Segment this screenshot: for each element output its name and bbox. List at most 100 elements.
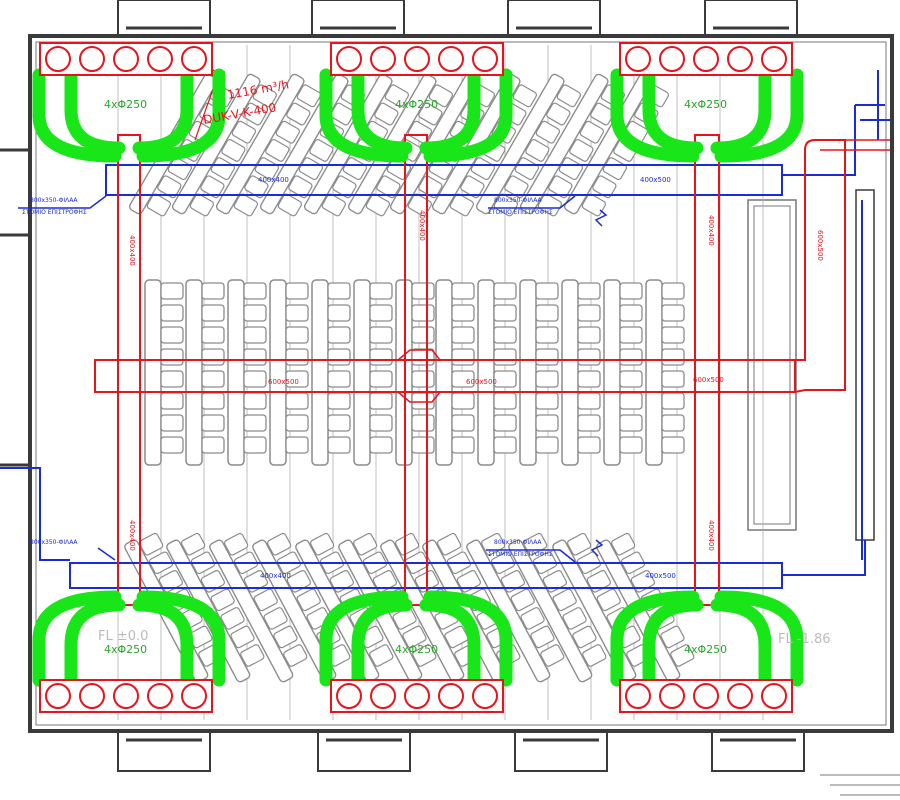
angled-seat	[252, 84, 278, 108]
seating-area	[117, 45, 875, 720]
seat	[451, 436, 475, 454]
angled-seat	[369, 644, 394, 667]
seat	[369, 304, 393, 322]
angled-seat	[504, 175, 529, 199]
angled-seat	[512, 84, 538, 108]
diffuser-circle	[181, 46, 207, 72]
seat	[535, 370, 559, 388]
seat	[661, 304, 685, 322]
exhaust-duct-top-right-label: 400x500	[640, 176, 671, 184]
diffuser-circle	[370, 46, 396, 72]
flex-duct	[423, 590, 513, 687]
seat	[243, 304, 267, 322]
step-note-bottom-right-label: ΣΤΟΜΙΟ ΕΠΙΣΤΡΟΦΗΣ	[488, 551, 553, 558]
supply-riser-right	[694, 134, 720, 606]
angled-seat	[562, 607, 587, 630]
seat	[243, 392, 267, 410]
angled-seat	[321, 193, 347, 217]
seat	[285, 436, 309, 454]
seat	[619, 392, 643, 410]
angled-seat	[167, 157, 193, 181]
seat	[369, 282, 393, 300]
seat-row-backrest	[185, 279, 203, 466]
angled-seat	[470, 157, 496, 181]
seat	[535, 414, 559, 432]
seat	[619, 370, 643, 388]
angled-seat	[437, 532, 462, 556]
riser-left-top-label: 400x400	[128, 235, 136, 266]
angled-seat	[418, 102, 443, 126]
angled-seat	[286, 102, 311, 126]
seat	[493, 414, 517, 432]
seat	[160, 414, 184, 432]
seat	[411, 348, 435, 366]
angled-seat	[407, 193, 433, 217]
angled-seat	[267, 532, 292, 556]
seat	[411, 304, 435, 322]
seat	[661, 392, 685, 410]
seat	[493, 326, 517, 344]
flex-duct	[351, 598, 413, 687]
flex-duct	[136, 68, 226, 163]
seat	[327, 282, 351, 300]
diffuser-circle	[472, 683, 498, 709]
seat	[577, 326, 601, 344]
angled-seat	[353, 532, 378, 556]
angled-seat	[181, 532, 206, 556]
seat	[327, 326, 351, 344]
angled-seat	[330, 102, 355, 126]
flex-duct	[32, 68, 122, 163]
seat	[577, 414, 601, 432]
seat	[285, 282, 309, 300]
seat	[369, 414, 393, 432]
angled-seat	[374, 102, 399, 126]
supply-exit-right	[815, 139, 890, 151]
seat	[661, 414, 685, 432]
seat	[411, 414, 435, 432]
angled-seat	[365, 193, 391, 217]
seat	[661, 370, 685, 388]
diffuser-circle	[113, 46, 139, 72]
diffuser-circle	[336, 683, 362, 709]
seat	[577, 348, 601, 366]
seat	[451, 282, 475, 300]
supply-ductwork	[94, 61, 890, 606]
angled-seat	[596, 588, 621, 612]
grille-top-right-label: 800x350-ΦΙΛΑΑ	[494, 197, 542, 204]
angled-seat	[530, 625, 555, 649]
angled-seat	[581, 193, 607, 217]
riser-mid-top-label: 400x400	[418, 210, 426, 241]
angled-seat	[552, 588, 577, 612]
diffuser-group-label: 4xΦ250	[684, 643, 727, 656]
seat-row-backrest	[561, 279, 579, 466]
flex-duct	[642, 68, 704, 155]
diffuser-plenum	[39, 42, 213, 76]
angled-seat	[611, 532, 636, 556]
angled-seat	[296, 84, 322, 108]
seat	[369, 436, 393, 454]
exhaust-grille-leader-right	[488, 195, 608, 227]
flex-duct	[419, 68, 481, 155]
seat-row-backrest	[603, 279, 621, 466]
flex-duct	[710, 68, 772, 155]
seat	[411, 392, 435, 410]
angled-seat	[244, 175, 269, 199]
diffuser-circle	[659, 683, 685, 709]
diffuser-group-bottom-middle: 4xΦ250	[330, 643, 504, 713]
seat	[451, 326, 475, 344]
supply-riser-middle	[404, 134, 428, 606]
angled-seat	[602, 157, 628, 181]
wall-openings	[0, 148, 30, 467]
angled-seat	[253, 588, 278, 612]
plan-annotations: 1116 m³/h DUK-V-K-400 FL ±0.0 FL -1.86 6…	[22, 77, 831, 647]
angled-seat	[428, 84, 454, 108]
angled-seat	[540, 644, 565, 667]
angled-seat-row	[171, 73, 278, 217]
angled-seat	[384, 84, 410, 108]
supply-riser-left	[117, 134, 141, 606]
diffuser-group-top-right: 4xΦ250	[619, 42, 793, 111]
diffuser-group-label: 4xΦ250	[104, 98, 147, 111]
angled-seat	[449, 193, 475, 217]
seat	[411, 326, 435, 344]
